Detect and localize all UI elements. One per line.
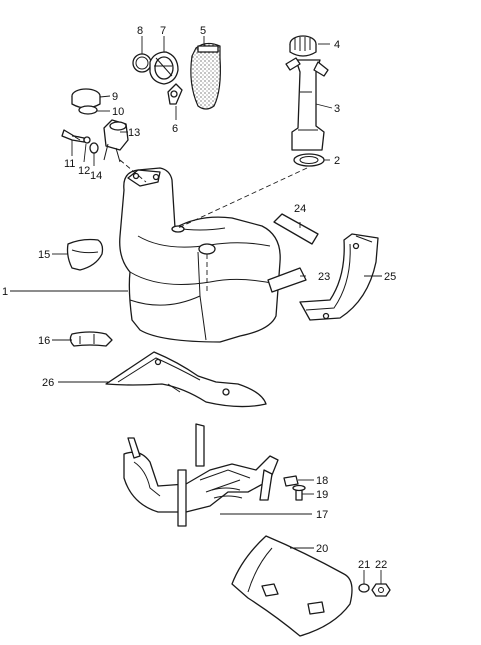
callout-2: 2 xyxy=(334,155,340,167)
nut-washer xyxy=(358,583,391,597)
callout-14: 14 xyxy=(90,170,102,182)
callout-25: 25 xyxy=(384,271,396,283)
callout-18: 18 xyxy=(316,475,328,487)
callout-10: 10 xyxy=(112,106,124,118)
hose xyxy=(69,331,113,347)
fuel-tank xyxy=(119,167,281,343)
callout-22: 22 xyxy=(375,559,387,571)
fuel-pump xyxy=(103,119,129,163)
callout-26: 26 xyxy=(42,377,54,389)
pad-strip-upper xyxy=(273,213,319,245)
callout-5: 5 xyxy=(200,25,206,37)
filter-pad xyxy=(190,42,221,110)
assembly-line-pump xyxy=(119,159,147,183)
filler-neck xyxy=(132,51,179,85)
side-shield xyxy=(299,233,379,321)
callout-13: 13 xyxy=(128,127,140,139)
clamp-bolt xyxy=(283,475,306,501)
callout-3: 3 xyxy=(334,103,340,115)
pad-strip-lower xyxy=(267,267,307,293)
grommet xyxy=(71,88,101,115)
callout-labels: 1 2 3 4 5 6 7 8 9 10 11 12 13 14 15 16 1… xyxy=(2,25,396,571)
callout-23: 23 xyxy=(318,271,330,283)
callout-15: 15 xyxy=(38,249,50,261)
callout-1: 1 xyxy=(2,286,8,298)
callout-8: 8 xyxy=(137,25,143,37)
rubber-block xyxy=(66,238,104,271)
callout-6: 6 xyxy=(172,123,178,135)
tank-frame xyxy=(123,423,279,527)
callout-11: 11 xyxy=(64,158,75,170)
callout-12: 12 xyxy=(78,165,90,177)
callout-20: 20 xyxy=(316,543,328,555)
skid-plate xyxy=(105,351,267,408)
fuel-level-sender xyxy=(285,35,329,151)
callout-4: 4 xyxy=(334,39,340,51)
leader-lines xyxy=(10,36,382,584)
callout-21: 21 xyxy=(358,559,370,571)
callout-19: 19 xyxy=(316,489,328,501)
bolt-washer-set xyxy=(61,129,99,154)
bottom-cover xyxy=(231,535,353,637)
sender-gasket xyxy=(293,153,325,167)
callout-16: 16 xyxy=(38,335,50,347)
callout-7: 7 xyxy=(160,25,166,37)
callout-17: 17 xyxy=(316,509,328,521)
callout-24: 24 xyxy=(294,203,306,215)
callout-9: 9 xyxy=(112,91,118,103)
vent-valve xyxy=(167,83,183,105)
